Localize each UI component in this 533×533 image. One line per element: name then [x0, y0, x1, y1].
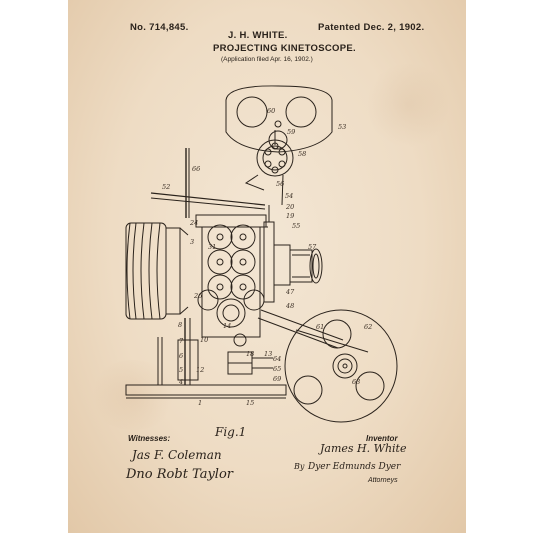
- ref-label: 55: [292, 222, 301, 230]
- ref-label: 52: [162, 183, 171, 191]
- ref-label: 69: [273, 375, 282, 383]
- ref-label: 24: [190, 219, 199, 227]
- base-plate: [125, 337, 287, 399]
- ref-label: 5: [179, 366, 184, 374]
- ref-label: 58: [298, 150, 307, 158]
- ref-label: 63: [352, 378, 361, 386]
- ref-label: 6: [179, 352, 184, 360]
- ref-label: 18: [246, 350, 255, 358]
- ref-label: 20: [286, 203, 295, 211]
- ref-label: 57: [308, 243, 317, 251]
- ref-label: 15: [246, 399, 255, 407]
- ref-label: 53: [338, 123, 347, 131]
- projection-lens: [273, 244, 323, 286]
- ref-label: 56: [276, 180, 285, 188]
- paper-stain: [368, 60, 448, 150]
- lower-reel: [284, 309, 398, 423]
- patent-title: PROJECTING KINETOSCOPE.: [213, 43, 356, 54]
- ref-label: 10: [200, 336, 209, 344]
- inventor-label: Inventor: [366, 434, 398, 443]
- ref-label: 1: [198, 399, 203, 407]
- witnesses-label: Witnesses:: [128, 434, 171, 443]
- inventor-signature: James H. White: [320, 442, 407, 455]
- ref-label: 66: [192, 165, 201, 173]
- patent-number: No. 714,845.: [130, 22, 189, 33]
- shutter-assembly: [227, 333, 273, 375]
- attorney-signature: Dyer Edmunds Dyer: [308, 462, 401, 472]
- ref-label: 54: [285, 192, 294, 200]
- inventor-header: J. H. WHITE.: [228, 30, 288, 41]
- patent-date: Patented Dec. 2, 1902.: [318, 22, 425, 33]
- attorney-prefix: By: [294, 462, 305, 471]
- ref-label: 31: [208, 243, 217, 251]
- ref-label: 48: [286, 302, 295, 310]
- upper-reel: [225, 85, 333, 153]
- ref-label: 26: [194, 292, 203, 300]
- ref-label: 8: [178, 321, 183, 329]
- gear-train: [195, 205, 275, 338]
- lamp-housing: [125, 222, 189, 320]
- witness-signature: Jas F. Coleman: [132, 448, 222, 462]
- ref-label: 62: [364, 323, 373, 331]
- filing-date: (Application filed Apr. 16, 1902.): [221, 56, 313, 63]
- ref-label: 7: [179, 337, 184, 345]
- attorney-label: Attorneys: [368, 477, 398, 484]
- ref-label: 14: [223, 322, 232, 330]
- figure-caption: Fig.1: [215, 425, 247, 439]
- upper-sprocket: [244, 130, 294, 206]
- ref-label: 65: [273, 365, 282, 373]
- ref-label: 12: [196, 366, 205, 374]
- patent-sheet: No. 714,845. J. H. WHITE. Patented Dec. …: [68, 0, 466, 533]
- ref-label: 19: [286, 212, 295, 220]
- ref-label: 64: [273, 355, 282, 363]
- ref-label: 59: [287, 128, 296, 136]
- ref-label: 13: [264, 350, 273, 358]
- ref-label: 47: [286, 288, 295, 296]
- kinetoscope-drawing: [125, 85, 398, 423]
- witness-signature: Dno Robt Taylor: [126, 467, 234, 482]
- ref-label: 3: [190, 238, 195, 246]
- ref-label: 61: [316, 323, 325, 331]
- ref-label: 60: [267, 107, 276, 115]
- ref-label: 4: [179, 378, 184, 386]
